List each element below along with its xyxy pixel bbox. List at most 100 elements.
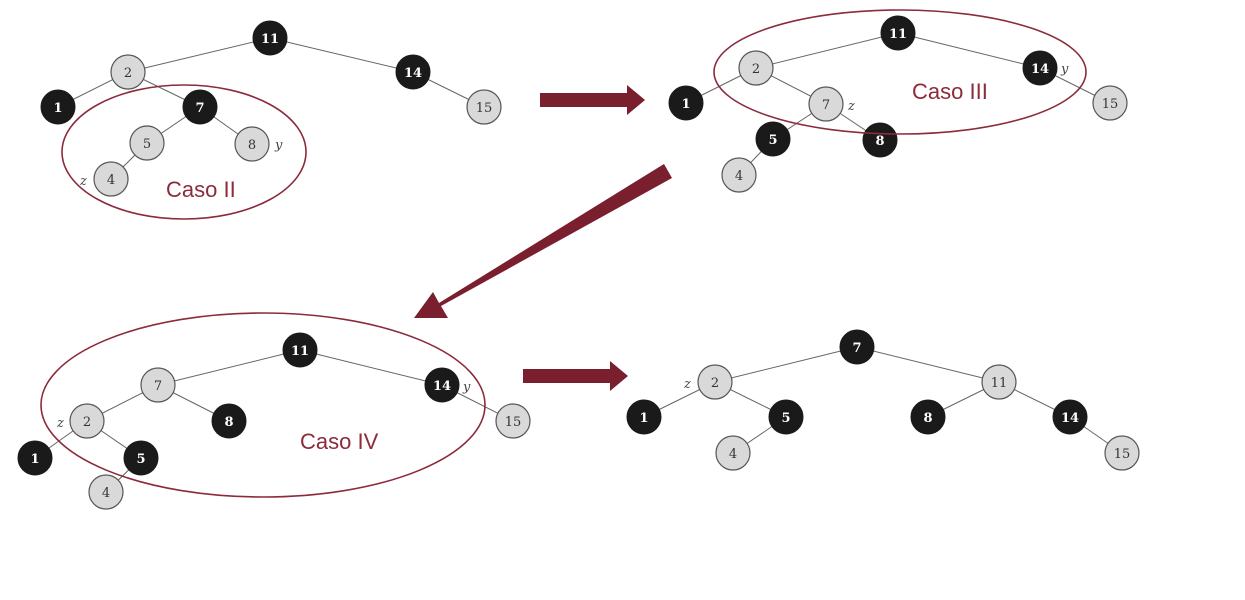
svg-text:15: 15 xyxy=(476,101,493,116)
edge xyxy=(755,32,899,69)
svg-text:15: 15 xyxy=(1102,97,1119,112)
tree-node: 1 xyxy=(626,399,662,435)
tree-node: 7 xyxy=(140,367,176,403)
edge xyxy=(897,32,1041,69)
tree-node: 7 xyxy=(182,89,218,125)
tree-node: 8 xyxy=(862,122,898,158)
edge xyxy=(714,346,858,383)
z-marker: z xyxy=(683,377,691,392)
tree-node: 5 xyxy=(129,125,165,161)
tree-node: 2 xyxy=(69,403,105,439)
tree-node: 5 xyxy=(768,399,804,435)
svg-text:14: 14 xyxy=(1061,411,1079,426)
tree-node: 1 xyxy=(668,85,704,121)
case-4-label: Caso IV xyxy=(300,429,379,454)
svg-text:2: 2 xyxy=(711,376,719,391)
tree-node: 4 xyxy=(721,157,757,193)
case-3-label: Caso III xyxy=(912,79,988,104)
tree-node: 15 xyxy=(495,403,531,439)
edge xyxy=(127,37,271,73)
y-marker: y xyxy=(274,138,283,153)
tree-node: 8 xyxy=(234,126,270,162)
svg-text:1: 1 xyxy=(681,97,690,112)
arrow-right-icon xyxy=(540,85,645,115)
svg-text:8: 8 xyxy=(248,138,256,153)
tree-node: 14 xyxy=(1022,50,1058,86)
svg-text:7: 7 xyxy=(154,379,162,394)
tree-node: 11 xyxy=(981,364,1017,400)
svg-text:14: 14 xyxy=(404,66,422,81)
svg-text:5: 5 xyxy=(136,452,145,467)
tree-node: 2 xyxy=(110,54,146,90)
tree-node: 8 xyxy=(910,399,946,435)
tree-node: 4 xyxy=(715,435,751,471)
z-marker: z xyxy=(79,174,87,189)
tree-node: 5 xyxy=(123,440,159,476)
tree-node: 2 xyxy=(738,50,774,86)
svg-text:1: 1 xyxy=(639,411,648,426)
tree-node: 14 xyxy=(424,367,460,403)
svg-text:11: 11 xyxy=(291,344,309,359)
svg-text:11: 11 xyxy=(261,32,279,47)
tree-node: 11 xyxy=(252,20,288,56)
tree-node: 11 xyxy=(282,332,318,368)
svg-text:4: 4 xyxy=(735,169,743,184)
tree-node: 1 xyxy=(17,440,53,476)
case-2-ellipse xyxy=(61,84,307,220)
edge xyxy=(157,349,301,386)
y-marker: y xyxy=(1060,62,1069,77)
tree-node: 2 xyxy=(697,364,733,400)
tree-node: 7 xyxy=(808,86,844,122)
tree-4: 7 2 11 1 5 8 14 4 15 z xyxy=(626,329,1140,471)
svg-text:4: 4 xyxy=(102,486,110,501)
tree-node: 5 xyxy=(755,121,791,157)
tree-node: 15 xyxy=(1092,85,1128,121)
tree-node: 15 xyxy=(466,89,502,125)
z-marker: z xyxy=(847,99,855,114)
edge xyxy=(269,37,414,73)
svg-text:8: 8 xyxy=(923,411,932,426)
svg-text:11: 11 xyxy=(889,27,907,42)
svg-text:8: 8 xyxy=(224,415,233,430)
svg-text:15: 15 xyxy=(505,415,522,430)
svg-text:4: 4 xyxy=(107,173,115,188)
case-3-ellipse xyxy=(713,9,1087,135)
svg-text:4: 4 xyxy=(729,447,737,462)
edge xyxy=(299,349,443,386)
edge xyxy=(856,346,1000,383)
z-marker: z xyxy=(56,416,64,431)
tree-node: 15 xyxy=(1104,435,1140,471)
case-2-label: Caso II xyxy=(166,177,236,202)
arrow-diagonal-icon xyxy=(414,164,672,318)
svg-text:5: 5 xyxy=(143,137,151,152)
svg-text:1: 1 xyxy=(53,101,62,116)
tree-node: 4 xyxy=(88,474,124,510)
case-4-ellipse xyxy=(40,312,486,498)
tree-node: 11 xyxy=(880,15,916,51)
tree-1: 11 2 14 1 7 15 5 8 4 y z Caso II xyxy=(40,20,502,220)
svg-text:14: 14 xyxy=(433,379,451,394)
svg-text:7: 7 xyxy=(822,98,830,113)
tree-node: 4 xyxy=(93,161,129,197)
svg-text:2: 2 xyxy=(83,415,91,430)
svg-text:8: 8 xyxy=(875,134,884,149)
svg-text:11: 11 xyxy=(991,376,1008,391)
tree-node: 14 xyxy=(1052,399,1088,435)
tree-node: 14 xyxy=(395,54,431,90)
tree-node: 8 xyxy=(211,403,247,439)
y-marker: y xyxy=(462,380,471,395)
arrow-right-icon xyxy=(523,361,628,391)
svg-text:5: 5 xyxy=(781,411,790,426)
svg-text:2: 2 xyxy=(124,66,132,81)
tree-3: 11 7 14 2 8 15 1 5 4 y z Caso IV xyxy=(17,312,531,510)
svg-text:2: 2 xyxy=(752,62,760,77)
svg-text:7: 7 xyxy=(852,341,861,356)
svg-text:14: 14 xyxy=(1031,62,1049,77)
tree-2: 11 2 14 1 7 15 5 8 4 y z Caso III xyxy=(668,9,1128,193)
svg-text:5: 5 xyxy=(768,133,777,148)
tree-node: 7 xyxy=(839,329,875,365)
svg-text:7: 7 xyxy=(195,101,204,116)
tree-node: 1 xyxy=(40,89,76,125)
svg-text:1: 1 xyxy=(30,452,39,467)
